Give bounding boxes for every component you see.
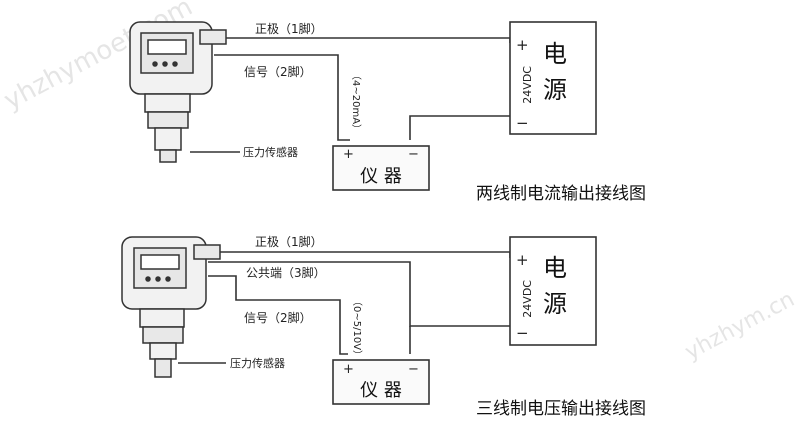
power-label-2: 源: [543, 290, 567, 318]
power-supply-box: [509, 21, 597, 135]
power-voltage: 24VDC: [521, 280, 534, 318]
instrument-box: [332, 145, 430, 191]
power-plus: +: [516, 251, 529, 269]
sensor-label: 压力传感器: [230, 357, 285, 370]
instrument-label: 仪 器: [360, 380, 402, 401]
instrument-minus: −: [408, 147, 419, 162]
diagram-two-wire: 正极（1脚） 信号（2脚） （4~20mA） 压力传感器 + − 仪 器 + −…: [129, 21, 646, 204]
signal-range-label: （0~5/10V）: [351, 296, 363, 360]
power-minus: −: [516, 114, 529, 132]
diagram-title: 两线制电流输出接线图: [476, 184, 646, 204]
wires: [190, 37, 511, 153]
power-minus: −: [516, 324, 529, 342]
instrument-minus: −: [408, 362, 419, 377]
wire-common-label: 公共端（3脚）: [246, 265, 326, 280]
wire-positive-label: 正极（1脚）: [255, 21, 323, 36]
power-label-1: 电: [543, 40, 567, 68]
power-label-1: 电: [543, 254, 567, 282]
instrument-plus: +: [343, 362, 354, 377]
signal-range-label: （4~20mA）: [350, 70, 362, 134]
instrument-plus: +: [343, 147, 354, 162]
diagram-title: 三线制电压输出接线图: [476, 399, 646, 419]
diagram-three-wire: 正极（1脚） 公共端（3脚） 信号（2脚） （0~5/10V） 压力传感器 + …: [121, 234, 646, 419]
wire-signal-label: 信号（2脚）: [244, 64, 312, 79]
power-supply-box: [509, 236, 597, 346]
instrument-box: [332, 359, 430, 405]
wires: [178, 251, 511, 364]
watermark-2: yhzhym.cn: [681, 287, 799, 365]
power-label-2: 源: [543, 76, 567, 104]
power-plus: +: [516, 36, 529, 54]
sensor-label: 压力传感器: [243, 146, 298, 159]
pressure-sensor-icon: [129, 21, 227, 163]
pressure-sensor-icon: [121, 236, 221, 378]
wire-positive-label: 正极（1脚）: [255, 234, 323, 249]
wire-signal-label: 信号（2脚）: [244, 310, 312, 325]
instrument-label: 仪 器: [360, 166, 402, 187]
power-voltage: 24VDC: [521, 66, 534, 104]
